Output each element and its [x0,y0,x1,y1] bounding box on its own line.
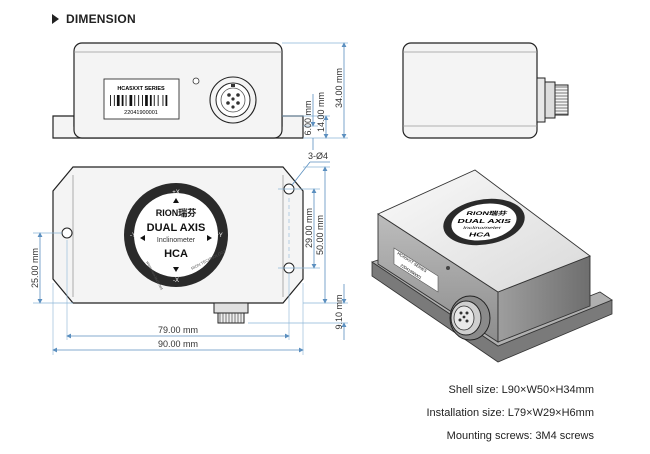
top-view: 3-Ø4 +X -X +Y -Y RION瑞芬 DUAL AXIS Inclin… [30,151,348,355]
dim-height-total: 34.00 mm [334,68,344,108]
dim-connector: 9.10 mm [334,294,344,329]
dim-hole-spacing-v: 29.00 mm [304,208,314,248]
product-line-1: DUAL AXIS [147,222,206,234]
product-face-label: +X -X +Y -Y RION瑞芬 DUAL AXIS Inclinomete… [124,183,228,291]
triangle-bullet-icon [52,14,59,24]
section-header: DIMENSION [52,11,136,27]
iso-vent-icon [446,266,450,270]
spec-installation-size: Installation size: L79×W29×H6mm [426,407,594,419]
isometric-view: HCA5XXT SERIES 22041900001 RION瑞芬 DUAL A… [371,169,613,363]
iso-brand: RION瑞芬 [466,209,509,216]
barcode-icon [110,95,168,106]
axis-plus-x: +X [172,190,180,196]
model-name: HCA [164,248,188,260]
side-view [402,42,569,139]
brand-logo: RION瑞芬 [156,207,198,218]
section-title: DIMENSION [66,12,136,26]
iso-product-line-1: DUAL AXIS [457,218,513,224]
arrow-up-icon [173,198,179,203]
arrow-right-icon [207,235,212,241]
axis-plus-y: +Y [215,233,223,239]
hole-callout: 3-Ø4 [308,151,328,161]
dim-body-width: 50.00 mm [315,215,325,255]
connector-face [209,76,257,124]
dim-total-length: 90.00 mm [158,339,198,349]
connector-bottom [213,302,249,324]
iso-face-label: RION瑞芬 DUAL AXIS Inclinometer HCA [443,198,525,246]
iso-product-line-2: Inclinometer [462,226,501,230]
label-series-text: HCA5XXT SERIES [117,86,165,92]
arrow-left-icon [140,235,145,241]
iso-model: HCA [468,232,492,238]
dim-height-base: 6.00 mm [303,100,313,135]
spec-shell-size: Shell size: L90×W50×H34mm [448,384,594,396]
label-serial-text: 22041900001 [124,110,158,116]
iso-product-label [393,247,439,293]
iso-connector [449,295,491,341]
dim-hole-spacing-h: 79.00 mm [158,325,198,335]
spec-mounting-screws: Mounting screws: 3M4 screws [446,430,594,442]
front-view: HCA5XXT SERIES 22041900001 6.00 mm 14.00… [52,42,348,150]
arrow-down-icon [173,267,179,272]
connector-side [536,77,569,123]
axis-minus-y: -Y [130,233,136,239]
product-line-2: Inclinometer [157,237,196,244]
vent-hole-icon [192,77,200,85]
mount-hole-left-icon [61,227,73,239]
axis-minus-x: -X [173,278,179,284]
dim-hole-offset: 25.00 mm [30,248,40,288]
dim-height-mid: 14.00 mm [316,92,326,132]
